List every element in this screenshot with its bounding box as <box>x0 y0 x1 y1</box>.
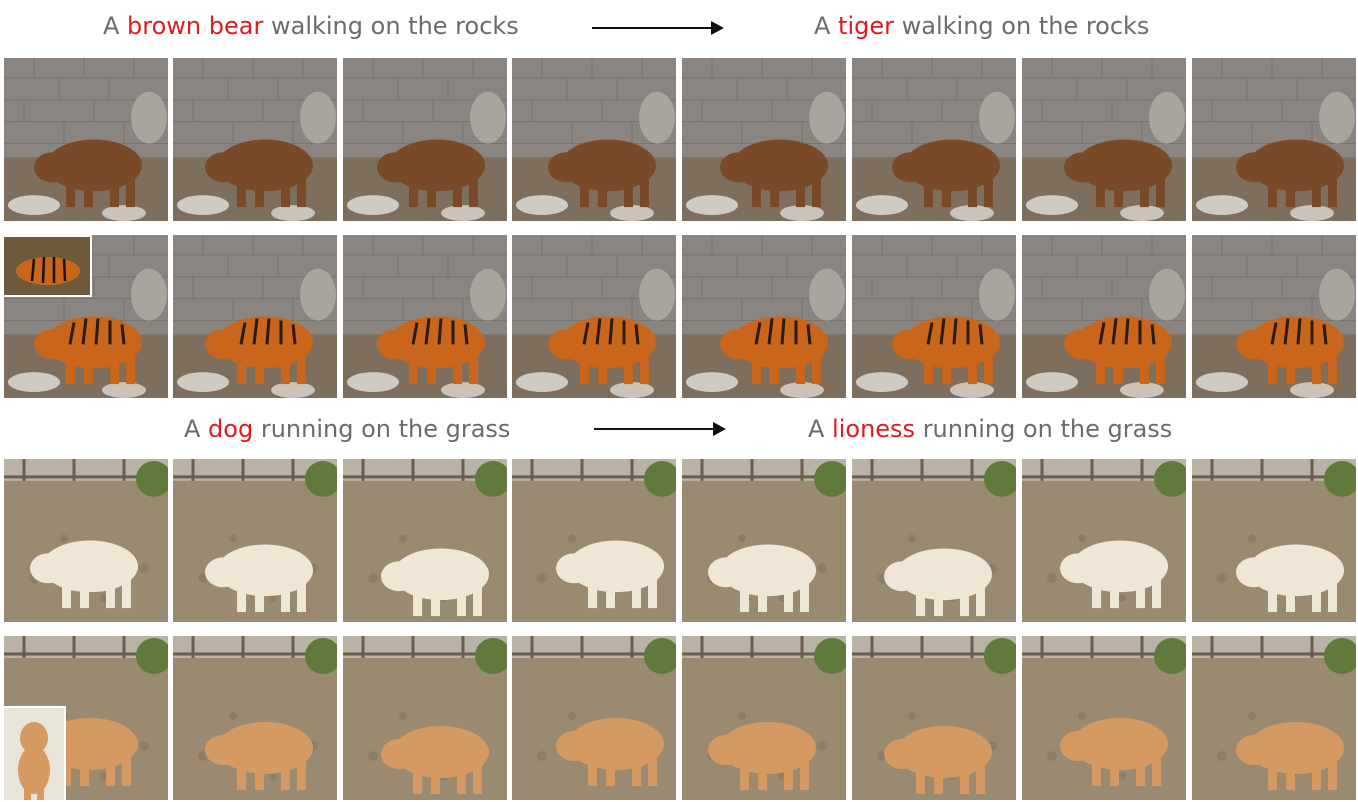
video-frame-lioness-8 <box>1192 636 1356 800</box>
video-frame-tiger-7 <box>1022 235 1186 398</box>
video-frame-lioness-3 <box>343 636 507 800</box>
video-frame-bear-2 <box>173 58 337 221</box>
video-frame-dog-3 <box>343 459 507 622</box>
video-frame-lioness-4 <box>512 636 676 800</box>
caption-text: walking on the rocks <box>263 12 519 40</box>
caption-text: running on the grass <box>253 415 511 443</box>
video-frame-lioness-6 <box>852 636 1016 800</box>
video-frame-lioness-7 <box>1022 636 1186 800</box>
caption-subject: lioness <box>832 415 916 443</box>
caption-bear-target: A tiger walking on the rocks <box>814 14 1149 38</box>
caption-dog-source: A dog running on the grass <box>184 417 510 441</box>
video-frame-bear-8 <box>1192 58 1356 221</box>
caption-text: running on the grass <box>915 415 1173 443</box>
caption-subject: brown bear <box>127 12 264 40</box>
arrow-right-icon <box>592 21 724 35</box>
caption-text: A <box>814 12 839 40</box>
video-frame-bear-1 <box>4 58 168 221</box>
reference-thumbnail-tiger <box>2 235 92 297</box>
video-frame-dog-6 <box>852 459 1016 622</box>
video-frame-tiger-6 <box>852 235 1016 398</box>
video-frame-bear-4 <box>512 58 676 221</box>
video-frame-bear-6 <box>852 58 1016 221</box>
video-frame-dog-2 <box>173 459 337 622</box>
video-frame-bear-7 <box>1022 58 1186 221</box>
video-frame-lioness-5 <box>682 636 846 800</box>
video-frame-tiger-1 <box>4 235 168 398</box>
video-frame-lioness-2 <box>173 636 337 800</box>
arrow-right-icon <box>594 422 726 436</box>
caption-subject: tiger <box>838 12 894 40</box>
caption-text: walking on the rocks <box>894 12 1150 40</box>
video-frame-tiger-4 <box>512 235 676 398</box>
caption-dog-target: A lioness running on the grass <box>808 417 1172 441</box>
video-frame-tiger-2 <box>173 235 337 398</box>
video-frame-dog-5 <box>682 459 846 622</box>
caption-text: A <box>103 12 128 40</box>
video-frame-dog-4 <box>512 459 676 622</box>
video-frame-tiger-8 <box>1192 235 1356 398</box>
reference-thumbnail-lioness <box>2 706 66 802</box>
caption-text: A <box>184 415 209 443</box>
caption-bear-source: A brown bear walking on the rocks <box>103 14 519 38</box>
caption-subject: dog <box>208 415 254 443</box>
video-frame-tiger-5 <box>682 235 846 398</box>
video-frame-bear-3 <box>343 58 507 221</box>
caption-text: A <box>808 415 833 443</box>
video-frame-bear-5 <box>682 58 846 221</box>
video-frame-tiger-3 <box>343 235 507 398</box>
video-frame-dog-8 <box>1192 459 1356 622</box>
video-frame-dog-1 <box>4 459 168 622</box>
video-frame-dog-7 <box>1022 459 1186 622</box>
